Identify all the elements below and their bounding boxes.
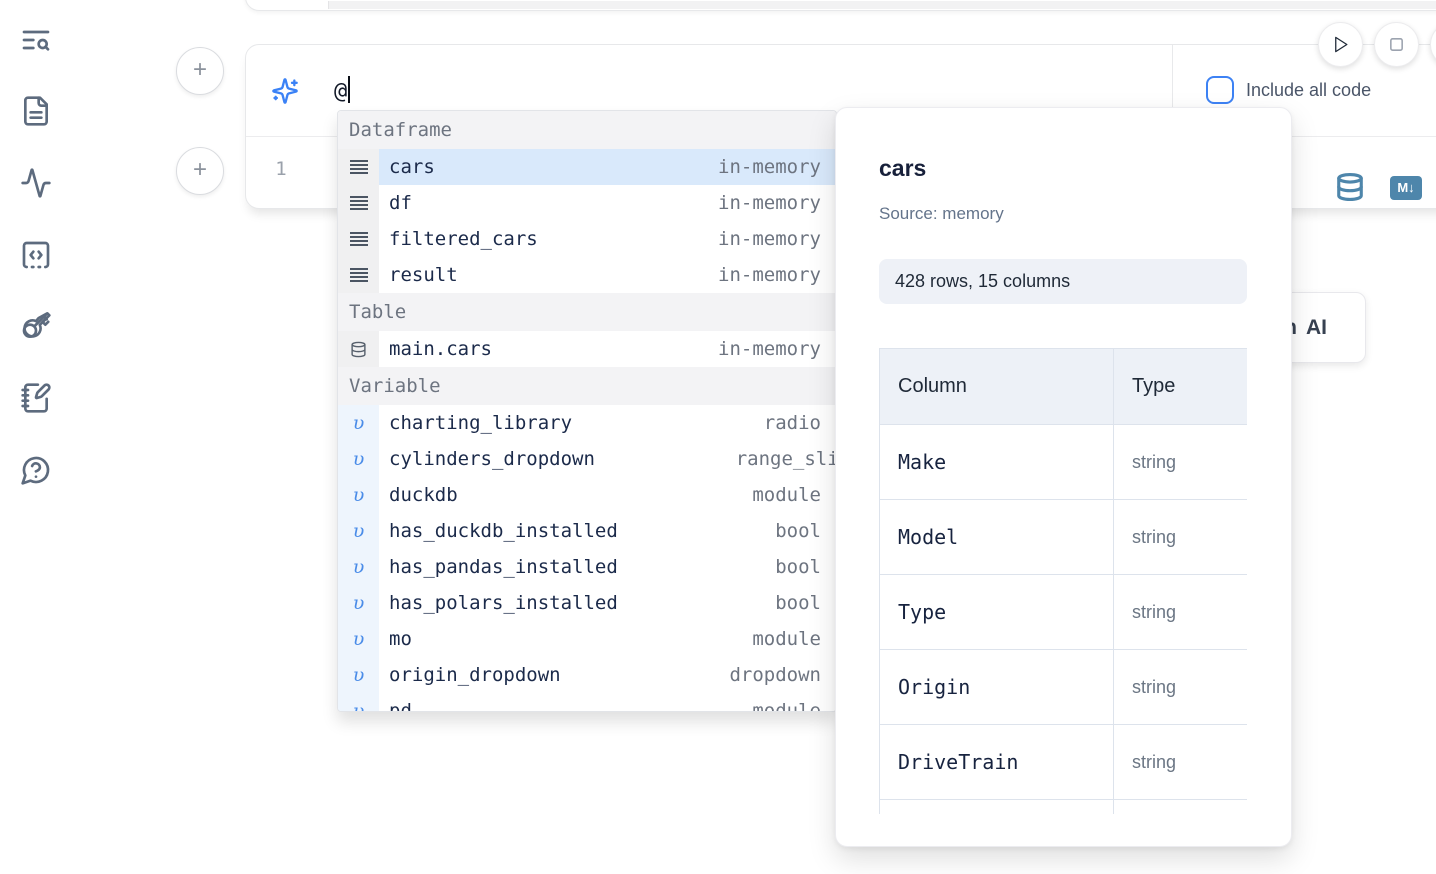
type-header: Type bbox=[1113, 348, 1247, 425]
table-row: Origin string bbox=[879, 649, 1247, 725]
preview-source: Source: memory bbox=[879, 204, 1004, 223]
schema-table-wrap: Column Type Make string Model string Typ… bbox=[879, 348, 1247, 814]
divider bbox=[1172, 45, 1173, 136]
column-header: Column bbox=[879, 348, 1114, 425]
previous-cell-output-band bbox=[328, 1, 1436, 9]
scratchpad-icon[interactable] bbox=[20, 382, 52, 414]
table-row: Model string bbox=[879, 499, 1247, 575]
variable-icon: υ bbox=[338, 621, 379, 657]
section-header-table: Table bbox=[338, 293, 836, 331]
add-cell-below-button[interactable]: + bbox=[176, 147, 224, 195]
play-icon bbox=[1335, 36, 1348, 53]
text-cursor bbox=[348, 76, 351, 103]
convert-to-sql-icon[interactable] bbox=[1335, 172, 1365, 202]
variable-icon: υ bbox=[338, 585, 379, 621]
activity-icon[interactable] bbox=[20, 167, 52, 199]
variable-icon: υ bbox=[338, 477, 379, 513]
ai-prompt-input[interactable]: @ bbox=[334, 76, 351, 106]
table-row: Type string bbox=[879, 574, 1247, 650]
code-editor-row[interactable]: 1 M↓ bbox=[246, 136, 1436, 208]
variable-icon: υ bbox=[338, 657, 379, 693]
stop-icon bbox=[1390, 38, 1403, 51]
table-row: Make string bbox=[879, 424, 1247, 500]
table-header-row: Column Type bbox=[879, 348, 1247, 425]
variable-icon: υ bbox=[338, 549, 379, 585]
snippets-icon[interactable] bbox=[20, 239, 52, 271]
table-db-icon bbox=[338, 331, 379, 367]
ai-button-label: AI bbox=[1306, 315, 1327, 339]
preview-shape-badge: 428 rows, 15 columns bbox=[879, 259, 1247, 304]
dataframe-icon bbox=[338, 149, 379, 185]
dataframe-icon bbox=[338, 185, 379, 221]
variable-icon: υ bbox=[338, 513, 379, 549]
include-all-code-toggle[interactable]: Include all code bbox=[1206, 75, 1371, 105]
run-cell-button[interactable] bbox=[1318, 22, 1363, 67]
help-icon[interactable] bbox=[20, 454, 52, 486]
schema-table: Column Type Make string Model string Typ… bbox=[879, 348, 1247, 814]
convert-to-markdown-icon[interactable]: M↓ bbox=[1390, 176, 1422, 200]
left-sidebar bbox=[0, 0, 72, 874]
include-all-code-label: Include all code bbox=[1246, 79, 1372, 100]
preview-title: cars bbox=[879, 155, 927, 181]
section-header-variable: Variable bbox=[338, 367, 836, 405]
variable-icon: υ bbox=[338, 405, 379, 441]
sparkles-icon bbox=[271, 77, 299, 105]
variable-icon: υ bbox=[338, 693, 379, 711]
stop-button[interactable] bbox=[1374, 22, 1419, 67]
line-number: 1 bbox=[275, 158, 287, 180]
previous-cell bbox=[245, 0, 1436, 11]
include-all-code-checkbox[interactable] bbox=[1206, 76, 1234, 104]
file-icon[interactable] bbox=[20, 95, 52, 127]
dataframe-icon bbox=[338, 221, 379, 257]
key-icon[interactable] bbox=[20, 310, 52, 342]
dataframe-preview-panel: cars Source: memory 428 rows, 15 columns… bbox=[835, 107, 1292, 847]
section-header-dataframe: Dataframe bbox=[338, 111, 836, 149]
table-row: DriveTrain string bbox=[879, 724, 1247, 800]
variable-icon: υ bbox=[338, 441, 379, 477]
toc-search-icon[interactable] bbox=[20, 24, 52, 56]
add-cell-above-button[interactable]: + bbox=[176, 47, 224, 95]
table-row-clipped bbox=[879, 799, 1247, 814]
dataframe-icon bbox=[338, 257, 379, 293]
